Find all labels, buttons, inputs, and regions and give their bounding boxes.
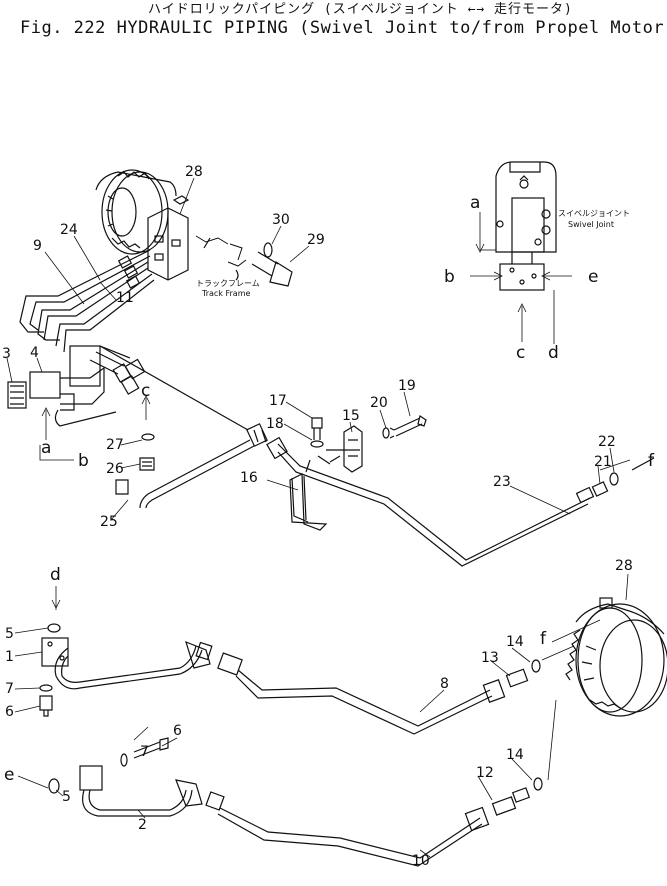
track-frame-note-jp: トラックフレーム bbox=[196, 279, 260, 288]
part-label-1: 1 bbox=[5, 649, 14, 665]
part-label-14-upper: 14 bbox=[506, 634, 524, 650]
part-label-12: 12 bbox=[476, 765, 494, 781]
part-label-26: 26 bbox=[106, 461, 124, 477]
swivel-joint-note-jp: スイベルジョイント bbox=[558, 209, 630, 218]
figure-title-japanese: ハイドロリックパイピング (スイベルジョイント ←→ 走行モータ) bbox=[148, 2, 573, 17]
part-label-5-lower: 5 bbox=[62, 789, 71, 805]
track-frame-note-en: Track Frame bbox=[201, 289, 250, 298]
part-label-2: 2 bbox=[138, 817, 147, 833]
part-label-20: 20 bbox=[370, 395, 388, 411]
part-label-13: 13 bbox=[481, 650, 499, 666]
part-label-28-upper: 28 bbox=[185, 164, 203, 180]
port-label-b-left: b bbox=[78, 451, 89, 471]
part-label-5-upper: 5 bbox=[5, 626, 14, 642]
part-label-14-lower: 14 bbox=[506, 747, 524, 763]
port-label-a-left: a bbox=[41, 438, 51, 458]
propel-motor-lower-drawing bbox=[565, 597, 667, 717]
part-label-27: 27 bbox=[106, 437, 124, 453]
part-label-16: 16 bbox=[240, 470, 258, 486]
swivel-joint-note-en: Swivel Joint bbox=[568, 220, 614, 229]
part-label-21: 21 bbox=[594, 454, 612, 470]
leader-lines bbox=[6, 177, 631, 858]
part-label-25: 25 bbox=[100, 514, 118, 530]
swivel-joint-drawing bbox=[495, 161, 557, 291]
propel-motor-upper-drawing bbox=[95, 169, 190, 281]
port-label-f-lower: f bbox=[540, 629, 547, 649]
port-label-e-swivel: e bbox=[588, 267, 598, 287]
part-label-9: 9 bbox=[33, 238, 42, 254]
part-label-28-lower: 28 bbox=[615, 558, 633, 574]
part-label-10: 10 bbox=[412, 853, 430, 869]
port-label-c-swivel: c bbox=[516, 343, 525, 363]
port-label-d-lower: d bbox=[50, 565, 61, 585]
part-label-6-lower: 6 bbox=[173, 723, 182, 739]
part-label-18: 18 bbox=[266, 416, 284, 432]
part-label-24: 24 bbox=[60, 222, 78, 238]
port-label-d-swivel: d bbox=[548, 343, 559, 363]
part-label-11: 11 bbox=[116, 290, 134, 306]
part-label-23: 23 bbox=[493, 474, 511, 490]
part-label-17: 17 bbox=[269, 393, 287, 409]
figure-title: Fig. 222 HYDRAULIC PIPING (Swivel Joint … bbox=[20, 18, 667, 38]
part-label-3: 3 bbox=[2, 346, 11, 362]
part-label-29: 29 bbox=[307, 232, 325, 248]
part-label-15: 15 bbox=[342, 408, 360, 424]
port-label-f-upper: f bbox=[648, 451, 655, 471]
port-label-c-left: c bbox=[141, 381, 150, 401]
part-label-7-lower: 7 bbox=[140, 744, 149, 760]
port-label-b-swivel: b bbox=[444, 267, 455, 287]
part-label-8: 8 bbox=[440, 676, 449, 692]
port-label-e-lower: e bbox=[4, 765, 14, 785]
port-label-a-swivel: a bbox=[470, 193, 480, 213]
part-label-7-upper: 7 bbox=[5, 681, 14, 697]
part-label-30: 30 bbox=[272, 212, 290, 228]
part-label-19: 19 bbox=[398, 378, 416, 394]
part-label-4: 4 bbox=[30, 345, 39, 361]
part-label-6-upper: 6 bbox=[5, 704, 14, 720]
part-label-22: 22 bbox=[598, 434, 616, 450]
